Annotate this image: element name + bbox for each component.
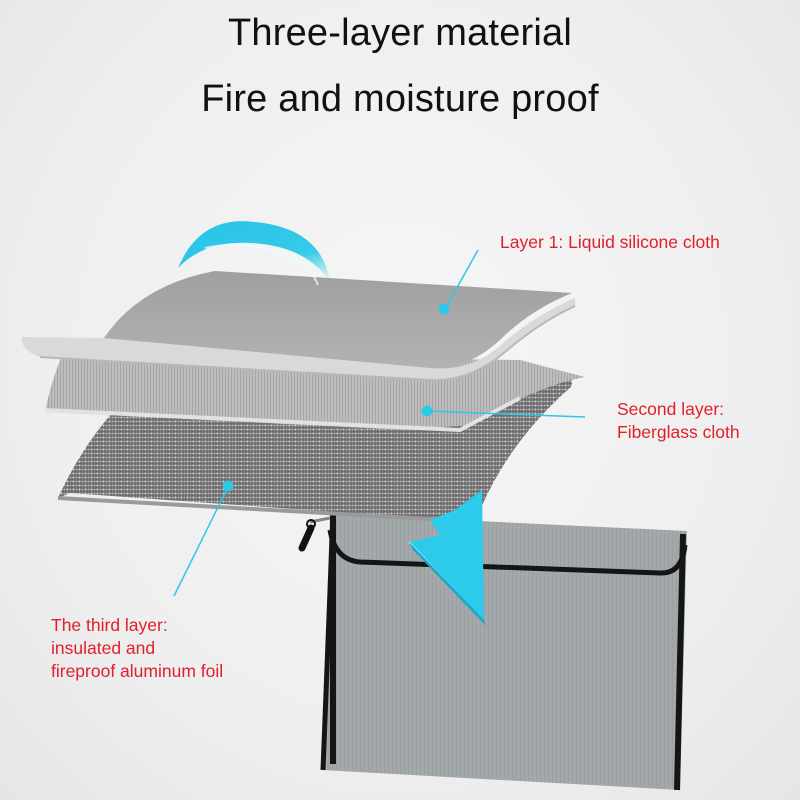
label-layer-3-line2: insulated and	[51, 638, 156, 658]
curved-arrow-icon	[178, 221, 330, 286]
callout-dot-icon	[421, 405, 433, 417]
headline-three-layer: Three-layer material	[228, 12, 572, 54]
label-layer-2-line1: Second layer:	[617, 399, 725, 419]
label-layer-2-line2: Fiberglass cloth	[617, 422, 740, 442]
label-layer-2: Second layer: Fiberglass cloth	[617, 398, 740, 444]
label-layer-1-text: Layer 1: Liquid silicone cloth	[500, 232, 720, 252]
callout-dot-icon	[438, 303, 450, 315]
callout-layer-2	[421, 405, 586, 418]
label-layer-3-line1: The third layer:	[51, 615, 168, 635]
label-layer-1: Layer 1: Liquid silicone cloth	[500, 231, 720, 254]
callout-layer-3	[173, 480, 234, 597]
headline-fire-moisture-proof: Fire and moisture proof	[201, 78, 599, 120]
callout-dot-icon	[222, 480, 234, 492]
label-layer-3-line3: fireproof aluminum foil	[51, 661, 224, 681]
callout-layer-1	[438, 249, 479, 315]
down-arrow-icon	[408, 490, 486, 626]
fireproof-document-bag	[298, 513, 688, 791]
label-layer-3: The third layer: insulated and fireproof…	[51, 614, 223, 683]
zipper-pull-icon	[298, 516, 331, 552]
layer-1-silicone-cloth	[21, 271, 576, 382]
